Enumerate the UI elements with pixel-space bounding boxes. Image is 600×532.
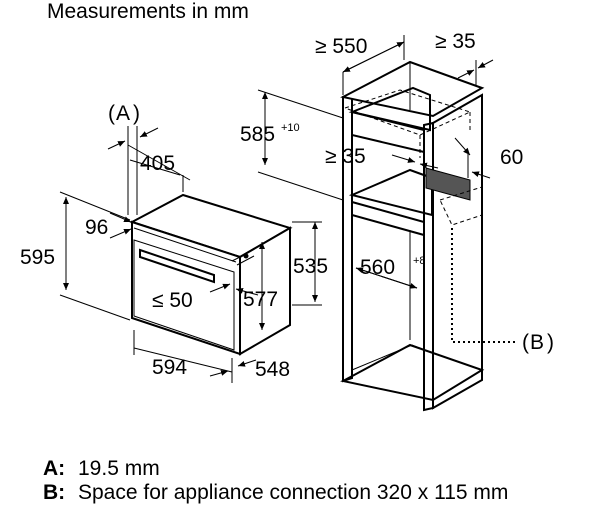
dim-oven-width: 594: [152, 356, 187, 379]
dim-clearance-top: ≥ 35: [435, 30, 476, 53]
svg-text:(: (: [522, 331, 529, 354]
dim-body-height: 535: [293, 255, 328, 278]
oven-drawing: [129, 193, 293, 356]
diagram-title: Measurements in mm: [47, 0, 249, 23]
svg-text:): ): [133, 102, 140, 125]
label-a: A: [116, 102, 130, 125]
legend-text: 19.5 mm: [78, 457, 160, 480]
dim-cavity-width: 560: [360, 256, 395, 279]
dim-clearance-bottom: ≤ 50: [152, 289, 193, 312]
dim-cavity-width-tol: +8: [413, 255, 426, 267]
dim-niche-height: 577: [243, 288, 278, 311]
dim-vent-depth: 60: [500, 146, 523, 169]
dim-body-width: 548: [255, 358, 290, 381]
dim-depth-cavity: ≥ 550: [315, 35, 367, 58]
cabinet-drawing: [340, 60, 485, 412]
dim-door-offset: 96: [85, 216, 108, 239]
dim-cavity-height: 585: [240, 123, 275, 146]
dim-oven-depth: 405: [140, 152, 175, 175]
dim-cavity-height-tol: +10: [281, 122, 300, 134]
legend: A: 19.5 mm B: Space for appliance connec…: [43, 457, 593, 505]
legend-text: Space for appliance connection 320 x 115…: [78, 481, 509, 504]
legend-key: B:: [43, 481, 66, 504]
svg-text:(: (: [108, 102, 115, 125]
dim-oven-height: 595: [20, 246, 55, 269]
legend-item-a: A: 19.5 mm: [43, 457, 593, 481]
svg-text:): ): [547, 331, 554, 354]
legend-key: A:: [43, 457, 66, 480]
label-b: B: [530, 331, 544, 354]
legend-item-b: B: Space for appliance connection 320 x …: [43, 481, 593, 505]
dim-clearance-rear: ≥ 35: [325, 145, 366, 168]
